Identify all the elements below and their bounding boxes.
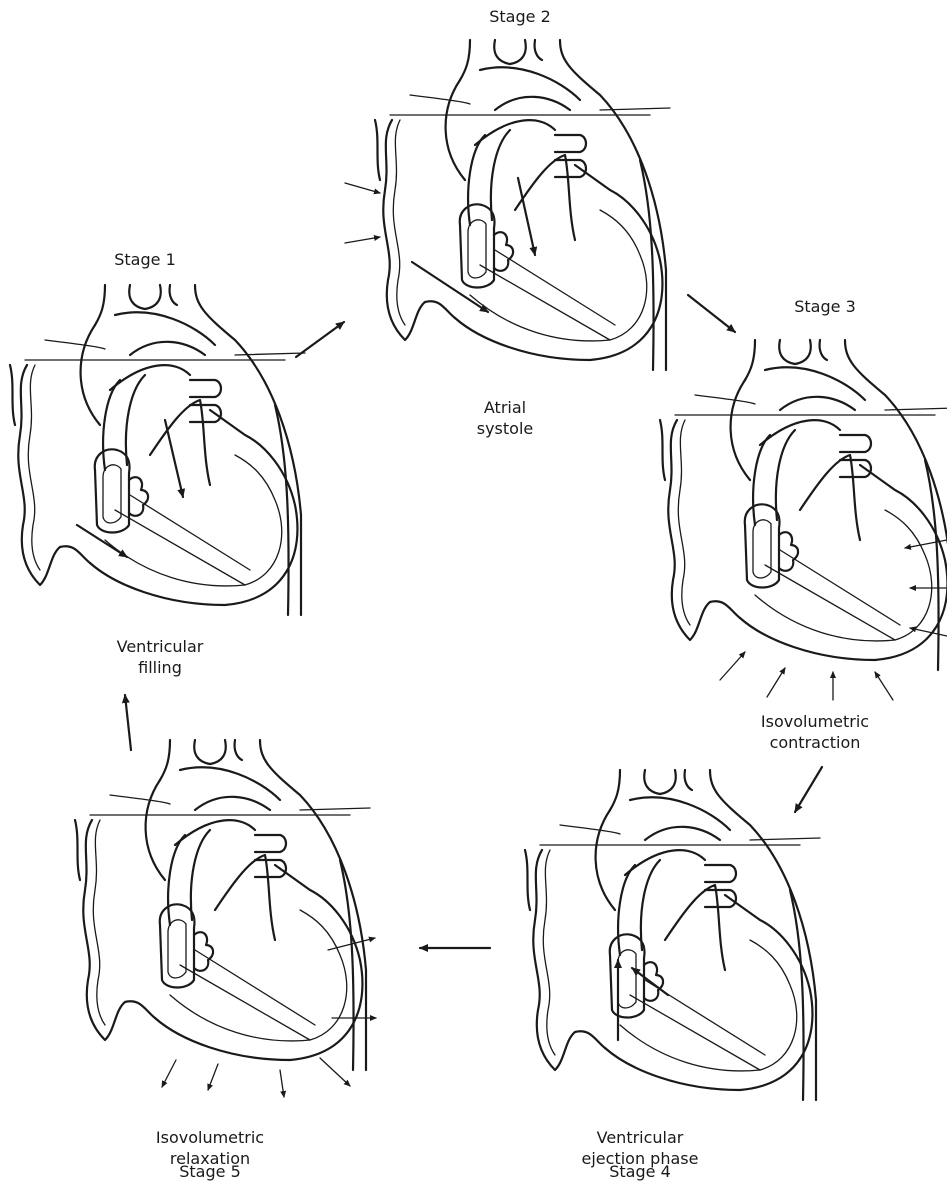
arrow-stage3-to-stage4 — [795, 767, 822, 812]
stage1-heart — [10, 285, 305, 615]
stage5-heart — [75, 740, 376, 1097]
stage5-title: Stage 5 — [160, 1161, 260, 1182]
stage2-title: Stage 2 — [470, 6, 570, 27]
stage1-caption: Ventricular filling — [90, 636, 230, 678]
arrow-stage1-to-stage2 — [296, 322, 344, 357]
stage4-heart — [525, 770, 820, 1100]
stage2-caption: Atrial systole — [445, 397, 565, 439]
stage3-heart — [660, 340, 947, 700]
arrow-stage5-to-stage1 — [125, 695, 131, 750]
stage2-heart — [345, 40, 670, 370]
arrow-stage2-to-stage3 — [688, 295, 735, 332]
stage4-title: Stage 4 — [590, 1161, 690, 1182]
stage3-title: Stage 3 — [775, 296, 875, 317]
stage3-caption: Isovolumetric contraction — [735, 711, 895, 753]
stage1-title: Stage 1 — [95, 249, 195, 270]
